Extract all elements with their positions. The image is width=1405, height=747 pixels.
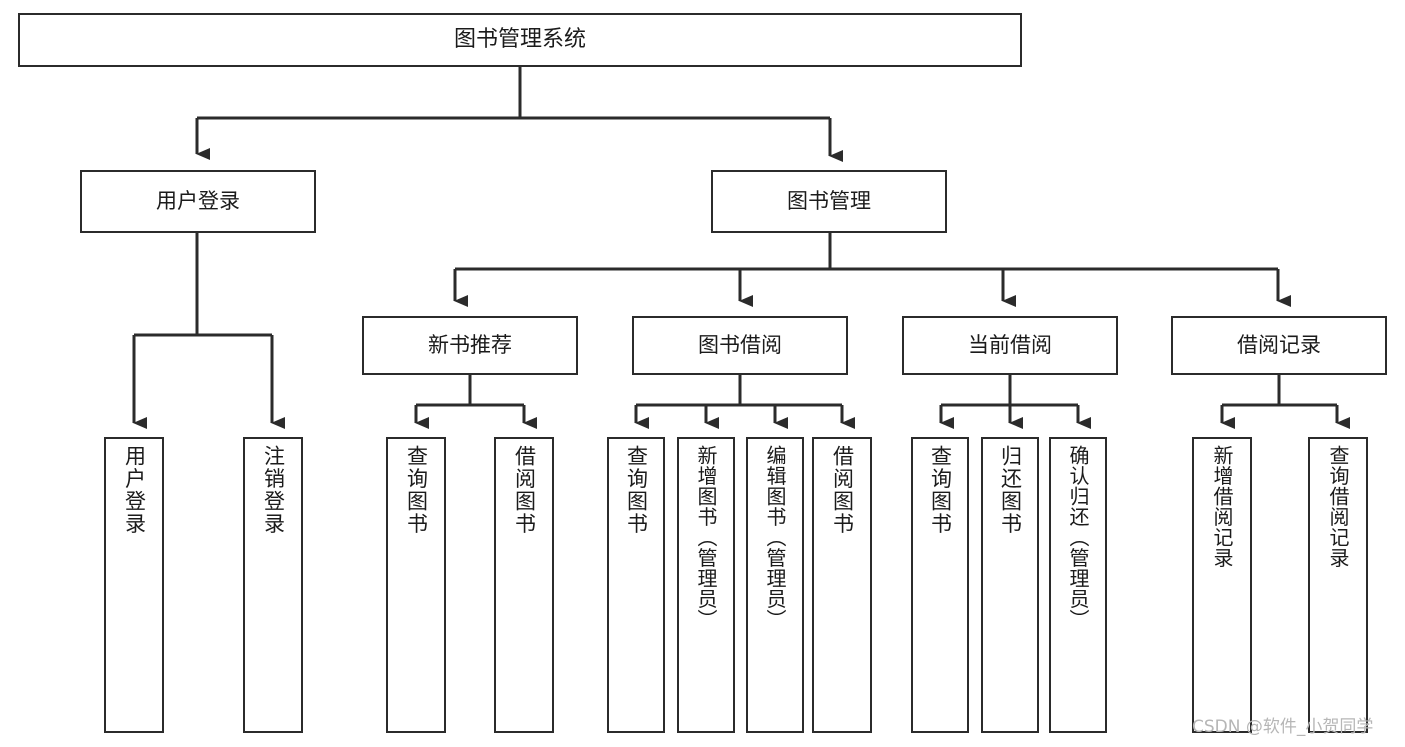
leaf-borrow-edit-book-admin[interactable]: 编辑图书（管理员） [746, 437, 804, 733]
node-current-borrow[interactable]: 当前借阅 [902, 316, 1118, 375]
node-root[interactable]: 图书管理系统 [18, 13, 1022, 67]
leaf-user-login-logout[interactable]: 注销登录 [243, 437, 303, 733]
leaf-user-login-login-label: 用户登录 [122, 445, 147, 535]
leaf-current-query-book-label: 查询图书 [928, 445, 953, 535]
leaf-borrow-borrow-book[interactable]: 借阅图书 [812, 437, 872, 733]
node-root-label: 图书管理系统 [453, 27, 586, 53]
leaf-record-query-record[interactable]: 查询借阅记录 [1308, 437, 1368, 733]
leaf-current-query-book[interactable]: 查询图书 [911, 437, 969, 733]
leaf-recommend-query-book-label: 查询图书 [404, 445, 429, 535]
leaf-user-login-logout-label: 注销登录 [261, 445, 286, 535]
leaf-recommend-borrow-book-label: 借阅图书 [512, 445, 537, 535]
node-book-borrow-label: 图书借阅 [698, 333, 782, 358]
leaf-record-add-record-label: 新增借阅记录 [1210, 445, 1234, 568]
node-current-borrow-label: 当前借阅 [968, 333, 1052, 358]
node-borrow-record[interactable]: 借阅记录 [1171, 316, 1387, 375]
leaf-current-confirm-return-admin-label: 确认归还（管理员） [1066, 445, 1090, 630]
leaf-record-query-record-label: 查询借阅记录 [1326, 445, 1350, 568]
leaf-user-login-login[interactable]: 用户登录 [104, 437, 164, 733]
leaf-current-return-book[interactable]: 归还图书 [981, 437, 1039, 733]
leaf-borrow-query-book[interactable]: 查询图书 [607, 437, 665, 733]
node-borrow-record-label: 借阅记录 [1237, 333, 1321, 358]
leaf-record-add-record[interactable]: 新增借阅记录 [1192, 437, 1252, 733]
leaf-borrow-borrow-book-label: 借阅图书 [830, 445, 855, 535]
leaf-recommend-borrow-book[interactable]: 借阅图书 [494, 437, 554, 733]
leaf-borrow-add-book-admin-label: 新增图书（管理员） [694, 445, 718, 630]
node-user-login-label: 用户登录 [156, 189, 240, 214]
node-user-login[interactable]: 用户登录 [80, 170, 316, 233]
node-book-management-label: 图书管理 [787, 189, 871, 214]
node-book-management[interactable]: 图书管理 [711, 170, 947, 233]
node-book-borrow[interactable]: 图书借阅 [632, 316, 848, 375]
node-new-book-recommend-label: 新书推荐 [428, 333, 512, 358]
leaf-borrow-query-book-label: 查询图书 [624, 445, 649, 535]
leaf-recommend-query-book[interactable]: 查询图书 [386, 437, 446, 733]
leaf-current-return-book-label: 归还图书 [998, 445, 1023, 535]
leaf-current-confirm-return-admin[interactable]: 确认归还（管理员） [1049, 437, 1107, 733]
leaf-borrow-edit-book-admin-label: 编辑图书（管理员） [763, 445, 787, 630]
leaf-borrow-add-book-admin[interactable]: 新增图书（管理员） [677, 437, 735, 733]
watermark: CSDN @软件_小贺同学 [1192, 717, 1374, 737]
node-new-book-recommend[interactable]: 新书推荐 [362, 316, 578, 375]
